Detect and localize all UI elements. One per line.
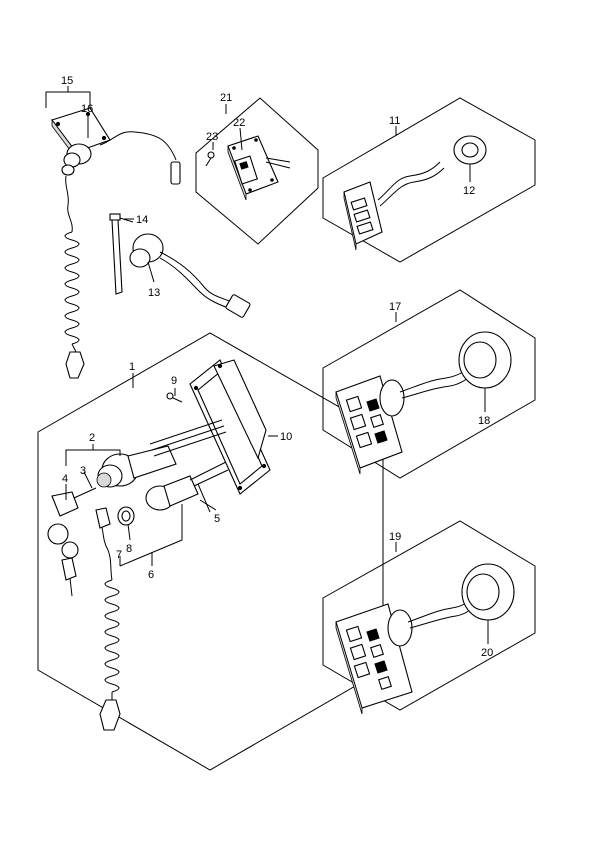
callout-16: 16 <box>81 103 93 115</box>
group-bracket-15 <box>45 86 91 108</box>
leaders-group-1 <box>65 373 278 567</box>
callout-20: 20 <box>481 647 493 659</box>
group-box-21 <box>195 97 319 245</box>
callout-11: 11 <box>389 115 400 127</box>
grommet-20 <box>461 563 515 644</box>
callout-15: 15 <box>61 75 73 87</box>
callout-8: 8 <box>126 543 132 555</box>
callout-9: 9 <box>171 375 177 387</box>
callout-14: 14 <box>136 214 148 226</box>
switch-panel-17 <box>335 359 479 475</box>
callout-10: 10 <box>280 431 292 443</box>
coiled-lanyard-top <box>64 231 80 345</box>
small-panel-switch <box>227 135 291 201</box>
callout-22: 22 <box>233 117 245 129</box>
switch-panel-19 <box>335 589 483 715</box>
grommet-12 <box>453 135 487 182</box>
group-box-17 <box>322 289 536 479</box>
group-box-19 <box>322 520 536 711</box>
coiled-lanyard-bottom <box>104 579 120 693</box>
callout-18: 18 <box>478 415 490 427</box>
mounting-plate-10 <box>189 359 278 495</box>
grommet-18 <box>458 331 512 412</box>
callout-23: 23 <box>206 131 218 143</box>
nut-8 <box>117 506 135 541</box>
plug-harness <box>129 233 251 318</box>
cable-tie <box>109 213 134 295</box>
callout-13: 13 <box>148 287 160 299</box>
callout-6: 6 <box>148 569 154 581</box>
screw-23 <box>205 151 215 167</box>
group-box-11 <box>322 97 536 263</box>
switch-panel-11 <box>343 161 445 251</box>
callout-21: 21 <box>220 92 232 104</box>
key-switch-body <box>96 419 227 488</box>
callout-4: 4 <box>62 473 68 485</box>
callout-12: 12 <box>463 185 475 197</box>
callout-1: 1 <box>129 361 135 373</box>
stop-switch-body <box>145 461 229 513</box>
callout-19: 19 <box>389 531 401 543</box>
callout-7: 7 <box>116 549 122 561</box>
callout-3: 3 <box>80 465 86 477</box>
ignition-keys <box>47 487 97 597</box>
lanyard-cord-7 <box>95 507 121 731</box>
callout-5: 5 <box>214 513 220 525</box>
callout-2: 2 <box>89 432 95 444</box>
callout-17: 17 <box>389 301 401 313</box>
screw-9 <box>166 392 183 403</box>
callout-labels: 15 16 14 13 21 22 23 11 12 17 18 19 20 1… <box>61 75 493 659</box>
lanyard-switch-assembly <box>51 107 181 379</box>
leaders-other <box>124 104 397 552</box>
